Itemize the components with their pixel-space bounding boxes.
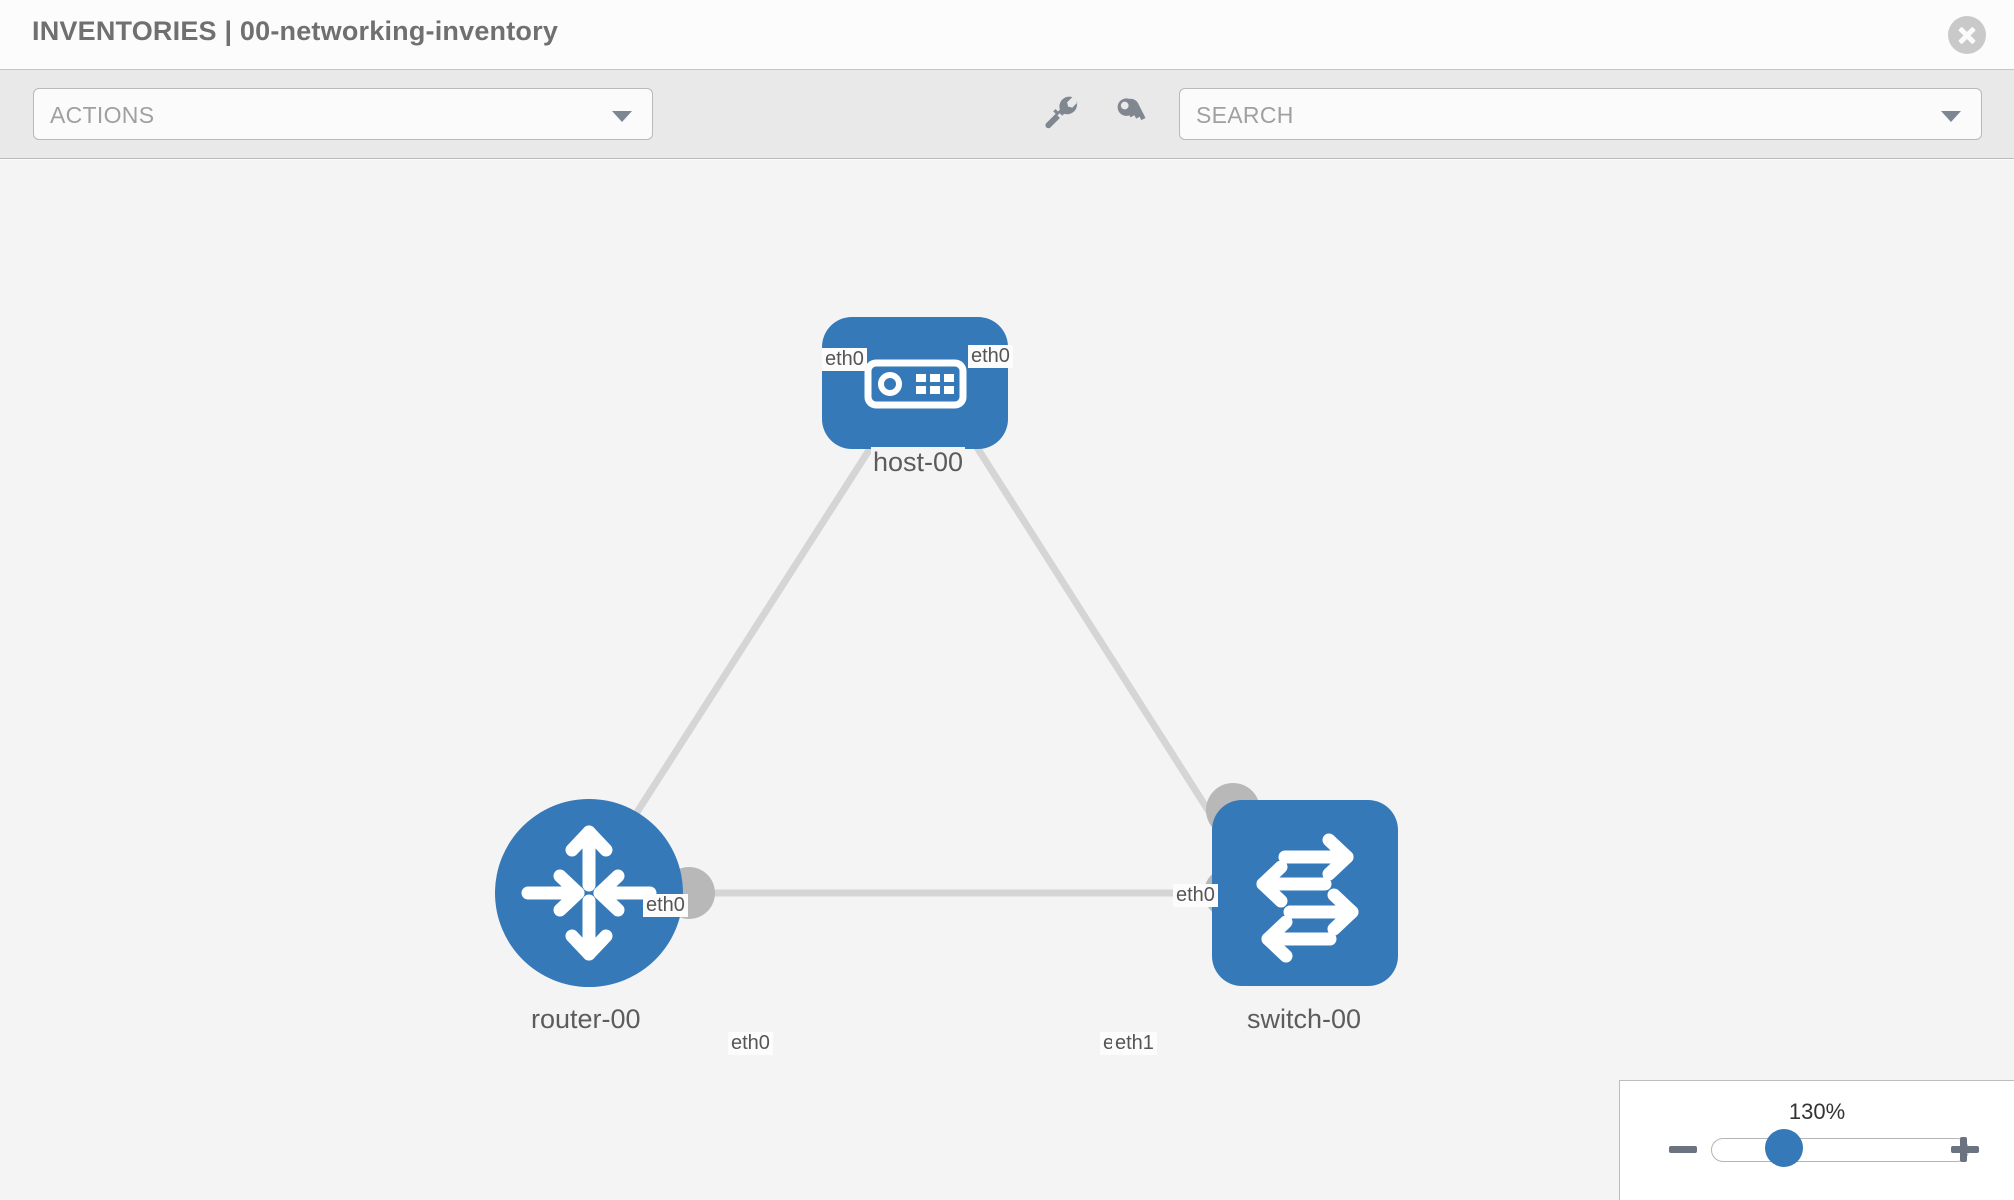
- topology-canvas[interactable]: eth0 eth0 eth0 eth0 eth0 eth0 eth1 host-…: [0, 160, 2014, 1200]
- edge-label-switch-left-eth1: eth1: [1112, 1032, 1157, 1055]
- edge-label-host-eth0-right: eth0: [968, 345, 1013, 368]
- zoom-panel: 130%: [1619, 1080, 2014, 1200]
- page-header: INVENTORIES | 00-networking-inventory: [0, 0, 2014, 70]
- zoom-level-label: 130%: [1788, 1099, 1846, 1124]
- chevron-down-icon: [1941, 111, 1961, 122]
- toolbar: ACTIONS SEARCH: [0, 70, 2014, 159]
- search-placeholder: SEARCH: [1196, 102, 1294, 128]
- zoom-slider-track[interactable]: [1711, 1138, 1969, 1162]
- node-host-00[interactable]: [822, 317, 1008, 449]
- edge-label-switch-diag-eth0: eth0: [1173, 884, 1218, 907]
- actions-dropdown-label: ACTIONS: [50, 102, 155, 128]
- edge-host-router[interactable]: [597, 403, 901, 872]
- actions-dropdown[interactable]: ACTIONS: [33, 88, 653, 140]
- wrench-icon[interactable]: [1041, 94, 1083, 136]
- node-label-router-00: router-00: [529, 1004, 643, 1035]
- edge-host-switch[interactable]: [947, 403, 1246, 867]
- edge-label-host-eth0-left: eth0: [822, 348, 867, 371]
- plus-icon[interactable]: [1949, 1133, 1981, 1165]
- server-appliance-icon: [864, 359, 967, 409]
- node-switch-00[interactable]: [1212, 800, 1398, 986]
- search-input[interactable]: SEARCH: [1179, 88, 1982, 140]
- node-router-00[interactable]: [495, 799, 683, 987]
- node-label-switch-00: switch-00: [1245, 1004, 1364, 1035]
- key-icon[interactable]: [1108, 94, 1150, 136]
- chevron-down-icon: [612, 111, 632, 122]
- minus-icon[interactable]: [1667, 1133, 1699, 1165]
- page-title: INVENTORIES | 00-networking-inventory: [32, 16, 559, 46]
- switch-arrows-icon: [1256, 833, 1359, 963]
- router-arrows-icon: [521, 825, 657, 961]
- edge-label-router-diag-eth0: eth0: [643, 894, 688, 917]
- node-label-host-00: host-00: [871, 447, 966, 478]
- close-icon[interactable]: [1948, 16, 1986, 54]
- edge-label-router-right-eth0: eth0: [728, 1032, 773, 1055]
- zoom-slider-thumb[interactable]: [1765, 1129, 1803, 1167]
- topology-graph: [495, 317, 1398, 987]
